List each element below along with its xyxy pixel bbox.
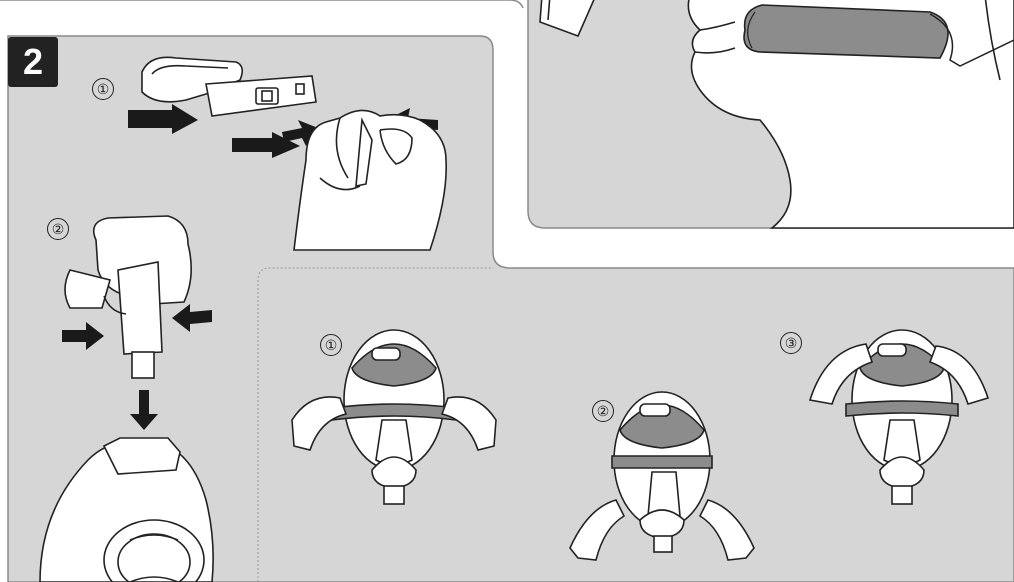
hand-icon: [294, 110, 446, 250]
panel-top-frame: [0, 0, 523, 8]
substep-label-b1: ①: [320, 334, 342, 356]
substep-label-a2: ②: [47, 218, 69, 240]
substep-label-a1: ①: [92, 78, 114, 100]
substep-label-b2: ②: [592, 400, 614, 422]
substep-label-b3: ③: [780, 332, 802, 354]
step-number-badge: 2: [8, 37, 58, 87]
